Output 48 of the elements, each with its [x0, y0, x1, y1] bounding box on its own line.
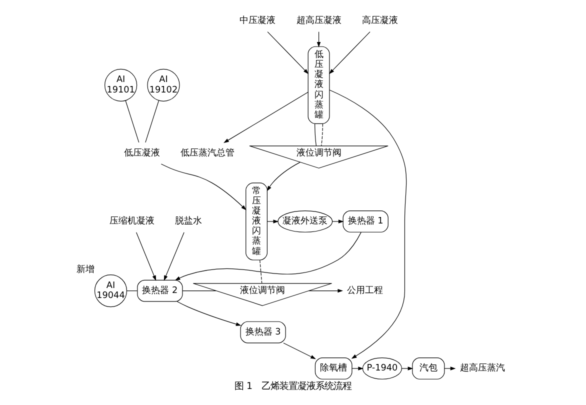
connector — [321, 123, 324, 146]
node-text: 超高压蒸汽 — [460, 364, 505, 374]
connector — [314, 123, 317, 146]
arrow — [352, 366, 364, 370]
arrow — [283, 342, 316, 360]
arrow — [332, 220, 344, 224]
node-circle: AI 19101 — [104, 68, 138, 102]
node-text: 低压蒸汽总管 — [180, 148, 234, 158]
node-text: 中压凝液 — [240, 16, 276, 26]
caption: 图 1 乙烯装置凝液系统流程 — [234, 381, 352, 392]
node-box: 常压凝液闪蒸罐 — [246, 182, 268, 260]
arrow — [164, 232, 184, 281]
connector — [260, 260, 262, 284]
arrow — [329, 90, 407, 359]
node-text: 脱盐水 — [174, 216, 202, 227]
node-box: 除氧槽 — [314, 357, 352, 380]
node-box: 换热器 3 — [240, 321, 286, 344]
node-text: 公用工程 — [347, 286, 384, 296]
arrow — [174, 232, 362, 280]
node-box: 汽包 — [412, 357, 445, 380]
connector — [182, 290, 216, 292]
node-circle: AI 19044 — [94, 274, 128, 308]
node-box: 低压凝液闪蒸罐 — [308, 46, 330, 124]
arrow — [444, 366, 456, 370]
connector — [126, 290, 138, 292]
arrow — [402, 366, 414, 370]
arrow — [267, 220, 279, 224]
arrow — [267, 32, 309, 74]
node-text: 压缩机凝液 — [110, 216, 155, 227]
arrow — [328, 32, 370, 74]
node-text: 超高压凝液 — [296, 16, 342, 26]
node-text: 低压凝液 — [124, 148, 160, 158]
arrow — [224, 92, 308, 143]
arrow — [160, 164, 246, 210]
arrow — [266, 162, 300, 192]
arrow — [176, 301, 242, 326]
node-ellipse: 凝液外送泵 — [278, 210, 333, 232]
arrow — [316, 32, 321, 48]
node-box: 换热器 1 — [342, 210, 388, 232]
node-ellipse: P-1940 — [362, 357, 402, 380]
node-box: 换热器 2 — [137, 280, 183, 302]
node-circle: AI 19102 — [147, 68, 180, 102]
node-label: 新增 — [76, 264, 95, 275]
node-text: 高压凝液 — [362, 16, 398, 26]
connector — [145, 100, 160, 143]
arrow — [308, 288, 344, 293]
connector — [125, 100, 140, 143]
arrow — [136, 232, 156, 281]
